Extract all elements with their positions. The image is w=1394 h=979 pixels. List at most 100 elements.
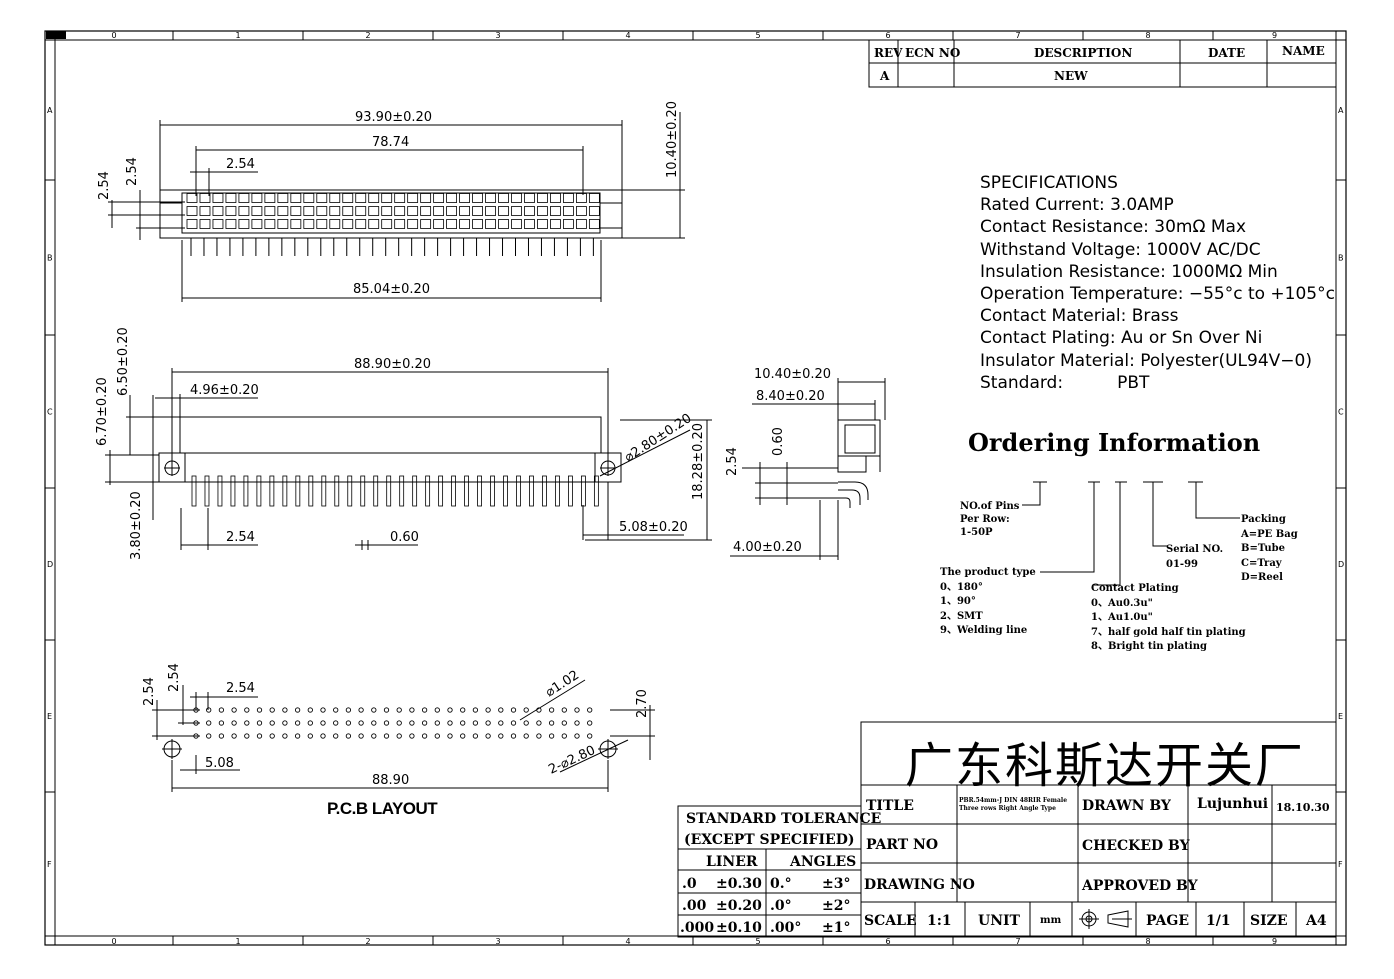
spec-line: Insulation Resistance: 1000MΩ Min [980,261,1278,282]
pcb-hole [358,720,364,726]
contact-cell [446,193,458,203]
pcb-hole [345,720,352,726]
pcb-hole [587,733,593,739]
pcb-hole [434,707,440,713]
contact-cell [355,206,367,216]
border-number: 3 [495,937,500,946]
pin-tail [593,475,599,507]
dim-pin-width: 0.60 [390,530,419,545]
pcb-hole [421,720,428,726]
pin-tail [373,475,379,507]
contact-cell [290,206,302,216]
contact-cell [342,193,354,203]
scale-label: SCALE [864,913,917,929]
border-letter: D [1338,560,1344,569]
dim-front-pitch: 2.54 [226,530,255,545]
contact-plating-line: 8、Bright tin plating [1091,641,1207,652]
packing-line: D=Reel [1241,572,1283,583]
ordering-pins-line: NO.of Pins [960,501,1020,512]
contact-cell [186,219,198,229]
drawing-no-label: DRAWING NO [864,877,975,893]
pcb-hole [282,733,288,739]
pcb-hole [460,733,466,739]
pin-tail [516,475,521,507]
dim-pin-span: 78.74 [372,135,409,150]
dim-side-8-40: 8.40±0.20 [756,389,825,404]
dim-overall-length: 93.90±0.20 [355,110,432,125]
pcb-hole [447,707,453,713]
spec-line: Contact Plating: Au or Sn Over Ni [980,328,1263,349]
contact-cell [459,219,470,229]
border-letter: C [47,408,53,417]
border-number: 6 [885,937,890,946]
ordering-packing: Packing A=PE Bag B=Tube C=Tray D=Reel [1241,513,1298,586]
spec-line: Contact Resistance: 30mΩ Max [980,217,1247,238]
pcb-hole [256,707,263,713]
border-number: 2 [365,31,370,40]
pin-tail [230,475,236,507]
contact-cell [329,219,341,229]
pcb-hole [561,720,567,726]
contact-cell [277,219,289,229]
pcb-hole [282,707,288,713]
border-number: 8 [1145,937,1150,946]
border-letter: F [47,860,52,869]
pcb-hole [383,720,390,726]
pin-tail [438,475,444,507]
ordering-title: Ordering Information [968,428,1261,457]
contact-cell [420,193,432,203]
pcb-hole [498,707,504,713]
contact-cell [251,193,263,203]
border-number: 0 [111,937,116,946]
contact-cell [342,219,354,229]
contact-cell [186,193,198,203]
pcb-hole [371,707,377,713]
contact-cell [316,206,328,216]
dim-pitch: 2.54 [226,157,255,172]
ordering-leaders [1022,481,1240,586]
ordering-contact-plating: Contact Plating 0、Au0.3u" 1、Au1.0u" 7、ha… [1091,582,1246,655]
pcb-hole [244,707,250,713]
contact-cell [485,219,496,229]
pcb-hole [447,733,453,739]
pcb-hole [587,720,593,726]
pcb-dim-pitch: 2.54 [226,681,255,696]
approved-by-label: APPROVED BY [1081,878,1199,894]
contact-cell [199,206,211,216]
tolerance-title-1: STANDARD TOLERANCE [686,811,881,827]
border-number: 4 [625,31,630,40]
product-type-line: The product type [940,567,1036,578]
pin-tail [464,475,469,507]
date-header: DATE [1208,46,1245,60]
pin-tail [568,475,573,507]
company-name: 广东科斯达开关厂 [905,738,1306,794]
angles-header: ANGLES [789,854,856,870]
pcb-dim-2-70: 2.70 [635,689,650,718]
contact-cell [225,219,237,229]
pin-tail [581,475,586,507]
pcb-hole [282,720,288,726]
pin-tail [191,475,197,507]
pin-tail [256,475,262,507]
ordering-serial: Serial NO. 01-99 [1166,543,1223,572]
pcb-hole [536,720,542,726]
contact-plating-line: 1、Au1.0u" [1091,612,1153,623]
tol-r0-c3: ±3° [822,876,850,892]
pcb-hole [294,707,301,713]
rev-header: REV [874,46,903,60]
border-number: 6 [885,31,890,40]
contact-cell [238,219,250,229]
contact-cell [498,219,509,229]
pcb-dim-88-90: 88.90 [372,773,409,788]
pin-tail [529,475,534,507]
contact-plating-line: 7、half gold half tin plating [1091,626,1246,638]
rev-value: A [879,69,890,83]
contact-cell [238,193,250,203]
pcb-hole [434,733,440,739]
pin-tail [555,475,560,507]
pcb-hole [548,720,555,726]
dim-side-2-54: 2.54 [725,447,740,476]
contact-cell [329,206,341,216]
pcb-hole [510,733,517,739]
